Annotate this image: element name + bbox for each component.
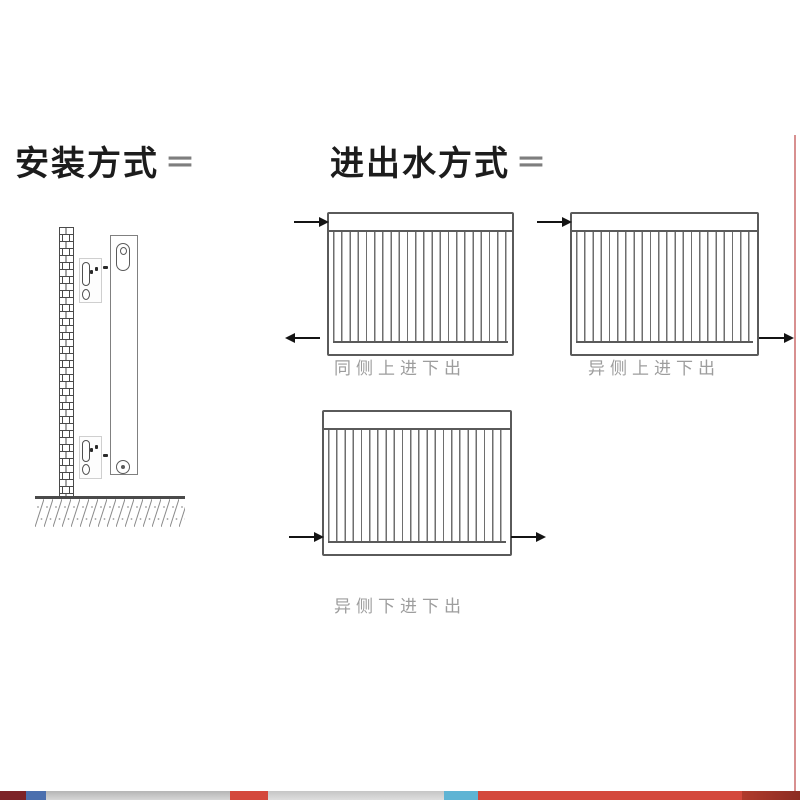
bracket-hole [82, 289, 90, 300]
inlet-arrow [294, 216, 329, 227]
equals-decoration: ＝ [165, 147, 197, 180]
strip-segment [444, 791, 478, 800]
radiator-fins [576, 232, 753, 343]
radiator-diagram-opposite-top [570, 212, 759, 356]
brick-wall-column [59, 227, 74, 497]
inlet-arrow [289, 531, 324, 542]
outlet-arrow [759, 332, 794, 343]
screw-dot [90, 270, 93, 274]
screw-dot [95, 445, 98, 449]
water-mode-caption: 同侧上进下出 [334, 359, 466, 378]
strip-segment [478, 791, 742, 800]
panel-bottom-plug-center [121, 465, 125, 469]
screw-dot [103, 454, 108, 457]
radiator-header [572, 214, 757, 232]
strip-segment [26, 791, 46, 800]
water-section-title: 进出水方式＝ [330, 147, 548, 181]
keyhole-screw-hole [120, 247, 127, 255]
install-title-text: 安装方式 [15, 145, 159, 183]
radiator-side-panel [110, 235, 138, 475]
strip-segment [742, 791, 800, 800]
outlet-arrow [511, 531, 546, 542]
screw-dot [90, 448, 93, 452]
strip-segment [0, 791, 26, 800]
radiator-fins [333, 232, 508, 343]
water-mode-caption: 异侧下进下出 [334, 597, 466, 616]
strip-segment [46, 791, 230, 800]
right-accent-line [794, 135, 796, 792]
radiator-footer [329, 345, 512, 354]
bracket-hole [82, 464, 90, 475]
screw-dot [103, 266, 108, 269]
strip-segment [230, 791, 268, 800]
radiator-header [324, 412, 510, 430]
radiator-fins [328, 430, 506, 543]
radiator-footer [324, 545, 510, 554]
bracket-slot [82, 262, 90, 286]
ground-hatch [35, 499, 185, 527]
equals-decoration: ＝ [516, 147, 548, 180]
strip-segment [268, 791, 444, 800]
radiator-diagram-same-side [327, 212, 514, 356]
radiator-header [329, 214, 512, 232]
water-mode-caption: 异侧上进下出 [588, 359, 720, 378]
inlet-arrow [537, 216, 572, 227]
screw-dot [95, 267, 98, 271]
water-title-text: 进出水方式 [330, 145, 510, 183]
radiator-diagram-opposite-bottom [322, 410, 512, 556]
ground-line [35, 496, 185, 499]
bracket-slot [82, 440, 90, 462]
outlet-arrow [285, 332, 320, 343]
radiator-footer [572, 345, 757, 354]
bottom-banner-strip [0, 791, 800, 800]
install-section-title: 安装方式＝ [15, 147, 197, 181]
